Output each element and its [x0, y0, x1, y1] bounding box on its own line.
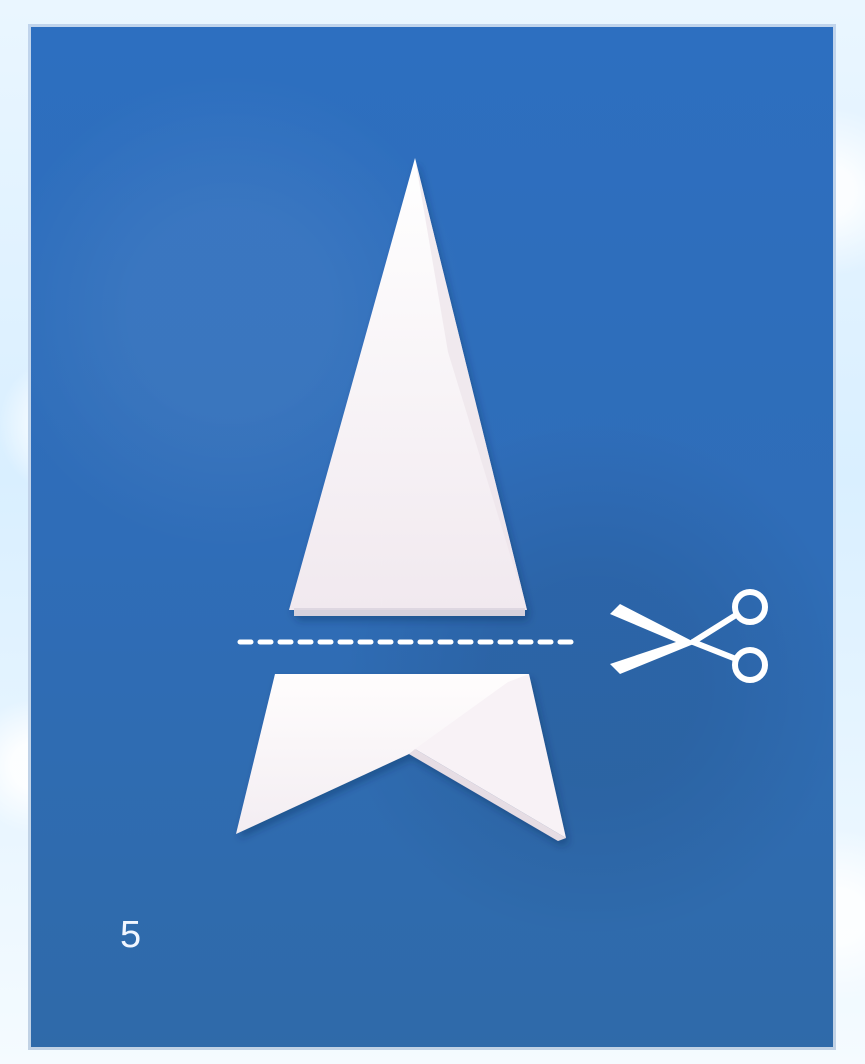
- instruction-card: 5: [28, 24, 836, 1050]
- folded-paper-top: [289, 158, 527, 616]
- step-number: 5: [120, 916, 142, 954]
- origami-diagram: [28, 24, 836, 1050]
- scissors-icon: [610, 592, 765, 680]
- folded-paper-bottom: [236, 674, 566, 841]
